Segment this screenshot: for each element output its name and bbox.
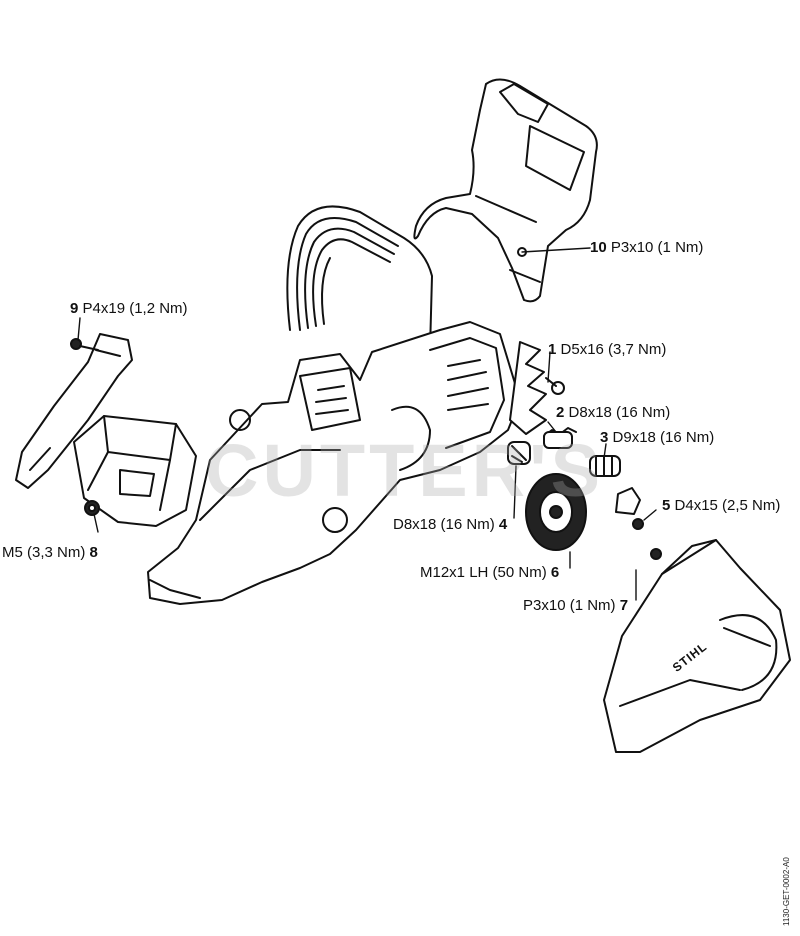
callout-5: 5 D4x15 (2,5 Nm) bbox=[662, 497, 781, 514]
engine-housing bbox=[147, 321, 521, 605]
callout-1: 1 D5x16 (3,7 Nm) bbox=[548, 341, 667, 358]
rear-handle-guard bbox=[15, 333, 133, 489]
callout-6: M12x1 LH (50 Nm) 6 bbox=[420, 564, 560, 581]
spring-4 bbox=[507, 441, 531, 465]
hand-guard bbox=[413, 78, 598, 303]
callout-8: M5 (3,3 Nm) 8 bbox=[2, 544, 98, 561]
watermark: CUTTER'S bbox=[205, 429, 605, 512]
callout-3: 3 D9x18 (16 Nm) bbox=[600, 429, 715, 446]
document-reference: 1130-GET-0002-A0 bbox=[782, 857, 791, 926]
sprocket-cover bbox=[603, 539, 791, 753]
screw-7 bbox=[650, 548, 662, 560]
nut-8 bbox=[84, 500, 100, 516]
bumper-spike bbox=[509, 341, 547, 435]
callout-10: 10 P3x10 (1 Nm) bbox=[590, 239, 704, 256]
front-handle bbox=[286, 205, 433, 521]
leader-lines bbox=[77, 247, 657, 601]
callout-2: 2 D8x18 (16 Nm) bbox=[556, 404, 671, 421]
spring-3 bbox=[589, 455, 621, 477]
tensioner-slide bbox=[615, 487, 641, 515]
spring-2 bbox=[543, 427, 577, 449]
callout-4: D8x18 (16 Nm) 4 bbox=[393, 516, 508, 533]
screw-5 bbox=[632, 518, 644, 530]
clutch bbox=[525, 473, 587, 551]
screw-9 bbox=[70, 338, 99, 351]
callout-9: 9 P4x19 (1,2 Nm) bbox=[70, 300, 188, 317]
callout-7: P3x10 (1 Nm) 7 bbox=[523, 597, 629, 614]
